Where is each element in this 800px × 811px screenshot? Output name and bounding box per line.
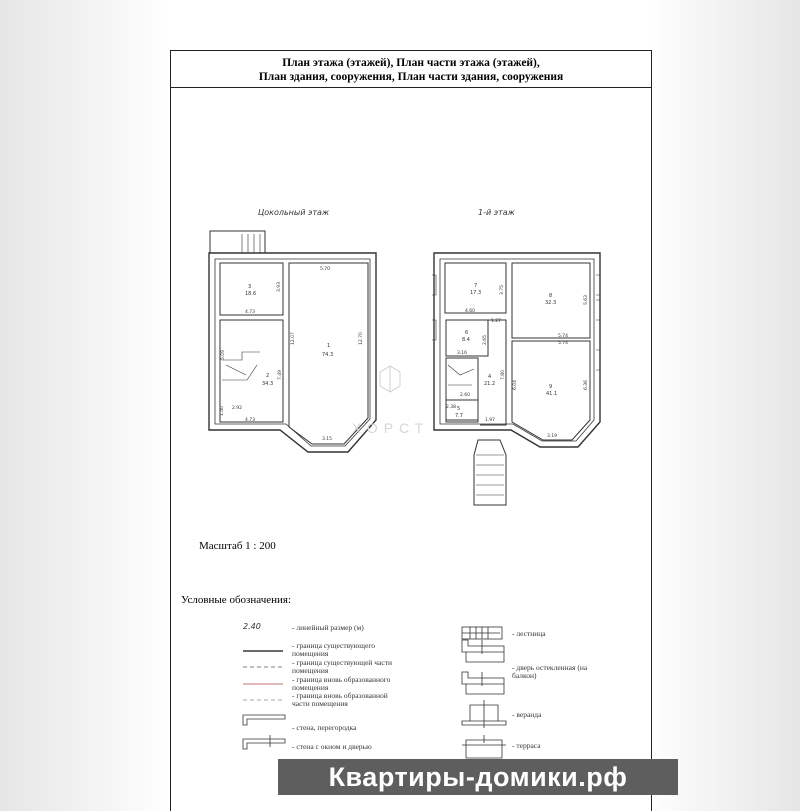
legend-item: - стена, перегородка [292,723,357,732]
legend-item: - линейный размер (м) [292,623,364,632]
watermark-text: ХОРСТ [352,420,430,436]
svg-text:4.73: 4.73 [245,417,255,423]
legend-item: - граница существующего помещения [292,641,376,658]
legend-item: - граница существующей части помещения [292,658,393,675]
svg-text:1.40: 1.40 [219,406,225,416]
svg-text:1.27: 1.27 [491,318,501,324]
room-3 [219,262,284,316]
room-num: 2 [266,373,269,379]
room-area: 34.3 [262,381,273,387]
header-line-2: План здания, сооружения, План части здан… [258,71,564,83]
svg-text:5.74: 5.74 [558,340,568,346]
first-floor-stair [447,364,475,386]
svg-text:3.16: 3.16 [457,350,467,356]
svg-text:7.49: 7.49 [277,370,283,380]
svg-text:2.65: 2.65 [482,335,488,345]
svg-text:7: 7 [474,283,477,289]
first-floor-dimensions: 3.75 4.60 1.27 5.63 5.74 5.74 2.65 3.16 … [446,285,589,439]
room-9 [511,340,591,441]
scale-label: Масштаб 1 : 200 [199,540,276,552]
legend-item: - дверь остекленная (на балкон) [512,663,588,680]
legend-item: - стена с окном и дверью [292,742,372,751]
site-banner: Квартиры-домики.рф [278,759,678,795]
svg-text:3.93: 3.93 [276,282,282,292]
svg-text:6.04: 6.04 [512,380,518,390]
svg-text:12.70: 12.70 [358,332,364,345]
room-area: 74.3 [322,352,333,358]
legend-item: - веранда [512,710,542,719]
svg-text:32.3: 32.3 [545,300,556,306]
svg-text:5.70: 5.70 [320,266,330,272]
legend-symbols [242,626,507,759]
svg-text:8: 8 [549,293,552,299]
svg-text:12.07: 12.07 [290,332,296,345]
svg-text:5: 5 [457,406,460,412]
document-header: План этажа (этажей), План части этажа (э… [171,51,651,88]
basement-stair [222,351,260,381]
basement-outer-wall [208,252,377,453]
svg-text:3.15: 3.15 [322,436,332,442]
svg-text:7.80: 7.80 [500,370,506,380]
svg-text:7.7: 7.7 [455,413,463,419]
svg-text:2.60: 2.60 [460,392,470,398]
room-2 [219,319,284,423]
svg-text:2.92: 2.92 [232,405,242,411]
room-5 [445,399,479,423]
legend-item: - граница вновь образованной части помещ… [292,691,388,708]
room-area: 18.6 [245,291,256,297]
watermark-logo [379,365,401,393]
room-1 [288,262,369,445]
svg-text:6: 6 [465,330,468,336]
legend-item: - лестница [512,629,546,638]
basement-entrance-stair [209,230,266,254]
basement-dimensions: 5.70 12.07 12.70 3.93 4.73 5.09 7.49 2.9… [219,266,364,442]
svg-text:4.73: 4.73 [245,309,255,315]
room-num: 1 [327,343,330,349]
svg-text:1.97: 1.97 [485,417,495,423]
svg-text:3.19: 3.19 [547,433,557,439]
first-floor-rooms: 7 17.3 8 32.3 6 8.4 4 21.2 9 41.1 5 7.7 [455,283,557,419]
svg-text:5.09: 5.09 [220,350,226,360]
svg-text:21.2: 21.2 [484,381,495,387]
basement-plan: Цокольный этаж 3 18.6 1 74.3 2 34.3 5.70… [208,208,377,453]
svg-text:4.60: 4.60 [465,308,475,314]
room-num: 3 [248,284,251,290]
legend-title: Условные обозначения: [181,594,292,606]
svg-text:9: 9 [549,384,552,390]
legend-item: - терраса [512,741,541,750]
svg-text:5.74: 5.74 [558,333,568,339]
room-6 [445,319,489,357]
svg-text:6.36: 6.36 [583,380,589,390]
header-line-1: План этажа (этажей), План части этажа (э… [282,57,540,69]
room-8 [511,262,591,339]
svg-text:4: 4 [488,374,491,380]
svg-text:2.38: 2.38 [446,404,456,410]
svg-text:8.4: 8.4 [462,337,470,343]
svg-text:5.63: 5.63 [583,295,589,305]
first-floor-plan: 1-й этаж 7 17.3 8 32.3 6 8.4 4 21.2 9 41… [432,208,601,506]
room-7 [444,262,507,314]
legend-sample-dim: 2.40 [243,622,261,631]
svg-text:3.75: 3.75 [499,285,505,295]
entrance-stairs [473,439,507,506]
legend-item: - граница вновь образованного помещения [292,675,391,692]
svg-text:41.1: 41.1 [546,391,557,397]
svg-text:17.3: 17.3 [470,290,481,296]
basement-title: Цокольный этаж [258,208,330,217]
first-floor-title: 1-й этаж [478,208,516,217]
